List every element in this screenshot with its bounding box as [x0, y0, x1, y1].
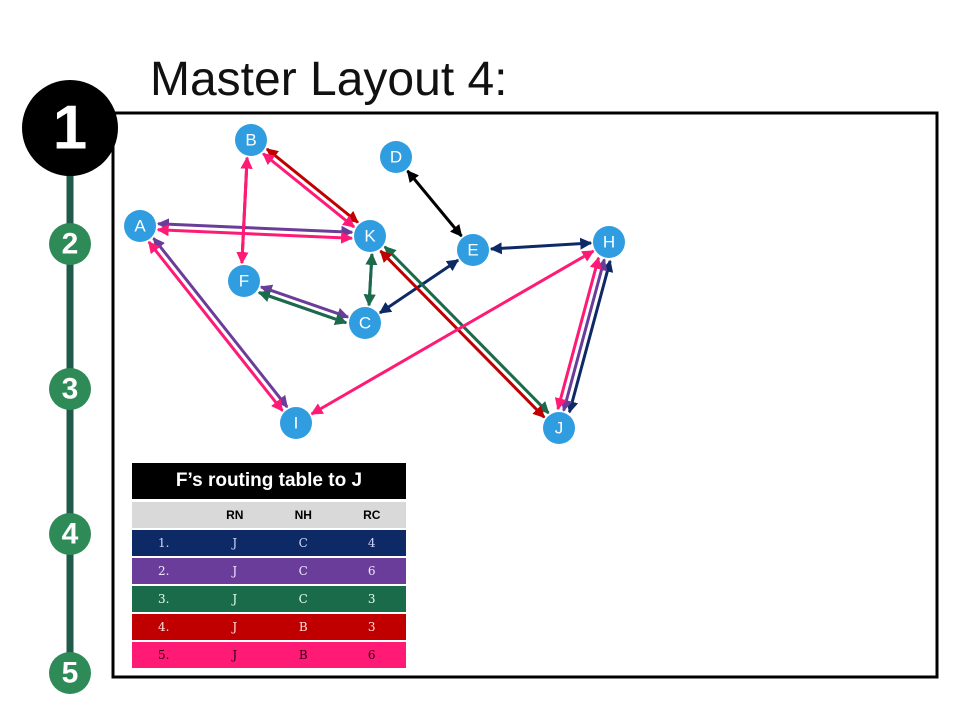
row-rc: 4: [337, 529, 406, 558]
edge-a-i-pink: [147, 241, 284, 412]
row-nh: C: [269, 557, 338, 586]
svg-text:K: K: [364, 227, 376, 246]
svg-text:5: 5: [62, 657, 79, 690]
svg-text:F: F: [239, 272, 249, 291]
edge-f-c-green: [257, 290, 348, 325]
row-index: 1.: [132, 529, 201, 558]
edge-k-j-green: [383, 245, 550, 415]
edge-b-k-red: [265, 147, 359, 224]
node-e[interactable]: E: [457, 234, 489, 266]
svg-text:J: J: [555, 419, 564, 438]
edge-h-j-purple: [560, 258, 608, 412]
row-rn: J: [200, 557, 269, 586]
row-rc: 6: [337, 557, 406, 586]
node-d[interactable]: D: [380, 141, 412, 173]
step-marker-4[interactable]: 4: [49, 513, 91, 555]
node-a[interactable]: A: [124, 210, 156, 242]
edge-k-j-red: [379, 249, 546, 419]
row-rn: J: [200, 585, 269, 614]
row-rc: 3: [337, 613, 406, 642]
node-i[interactable]: I: [280, 407, 312, 439]
row-nh: C: [269, 529, 338, 558]
step-marker-5[interactable]: 5: [49, 652, 91, 694]
node-j[interactable]: J: [543, 412, 575, 444]
edge-a-i-purple: [152, 237, 289, 408]
header-index: [132, 502, 201, 530]
edge-h-j-navy: [566, 259, 614, 414]
row-nh: B: [269, 613, 338, 642]
row-index: 4.: [132, 613, 201, 642]
row-nh: C: [269, 585, 338, 614]
edge-layer: [147, 147, 614, 419]
step-marker-3[interactable]: 3: [49, 368, 91, 410]
node-c[interactable]: C: [349, 307, 381, 339]
edge-i-h-pink: [310, 249, 595, 416]
node-k[interactable]: K: [354, 220, 386, 252]
svg-text:1: 1: [53, 94, 87, 163]
slide-title: Master Layout 4:: [150, 53, 508, 106]
header-rn: RN: [200, 502, 269, 530]
svg-text:D: D: [390, 148, 402, 167]
routing-table-header-row: RN NH RC: [132, 502, 406, 530]
row-nh: B: [269, 641, 338, 670]
edge-d-e-black: [406, 169, 463, 238]
svg-text:4: 4: [62, 518, 79, 551]
step-timeline: 1 2 3 4 5: [22, 80, 118, 694]
step-marker-1[interactable]: 1: [22, 80, 118, 176]
svg-text:B: B: [245, 131, 256, 150]
routing-table-title: F’s routing table to J: [132, 463, 406, 499]
node-f[interactable]: F: [228, 265, 260, 297]
svg-text:2: 2: [62, 228, 79, 261]
svg-text:C: C: [359, 314, 371, 333]
row-rn: J: [200, 641, 269, 670]
row-rn: J: [200, 613, 269, 642]
svg-text:A: A: [134, 217, 146, 236]
edge-a-k-pink: [156, 224, 354, 244]
node-b[interactable]: B: [235, 124, 267, 156]
edge-h-j-pink: [554, 256, 602, 411]
node-layer: B D A K E H F C I J: [124, 124, 625, 444]
row-index: 3.: [132, 585, 201, 614]
row-index: 5.: [132, 641, 201, 670]
edge-e-h-navy: [489, 237, 593, 255]
header-nh: NH: [269, 502, 338, 530]
edge-c-f-purple: [259, 284, 350, 320]
step-marker-2[interactable]: 2: [49, 223, 91, 265]
svg-text:E: E: [467, 241, 478, 260]
edge-b-f-pink: [236, 156, 253, 265]
row-rc: 6: [337, 641, 406, 670]
edge-b-k-pink: [262, 152, 356, 229]
edge-c-k-green: [363, 252, 378, 307]
node-h[interactable]: H: [593, 226, 625, 258]
svg-text:H: H: [603, 233, 615, 252]
row-rn: J: [200, 529, 269, 558]
edge-e-c-navy: [378, 258, 460, 315]
content-frame: [111, 111, 939, 679]
svg-text:I: I: [294, 414, 299, 433]
row-rc: 3: [337, 585, 406, 614]
row-index: 2.: [132, 557, 201, 586]
header-rc: RC: [337, 502, 406, 530]
svg-text:3: 3: [62, 373, 79, 406]
